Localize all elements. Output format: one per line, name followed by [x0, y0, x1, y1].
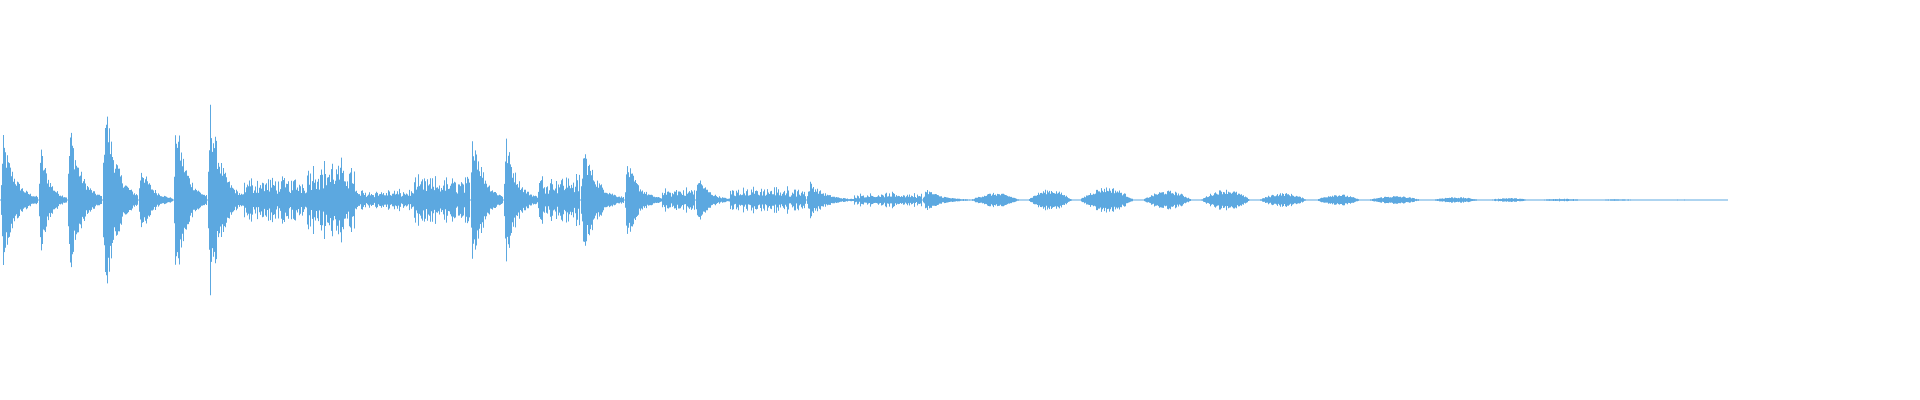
waveform-canvas — [0, 104, 1728, 296]
audio-waveform — [0, 104, 1728, 296]
